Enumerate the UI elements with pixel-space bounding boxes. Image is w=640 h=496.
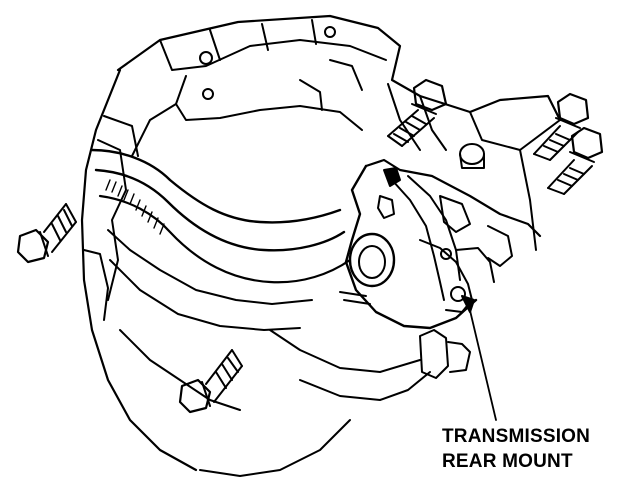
bolt-upper-center <box>387 78 448 147</box>
callout-line-1: TRANSMISSION <box>442 426 591 447</box>
rear-mount-bracket <box>339 143 542 330</box>
bolt-lower <box>178 349 243 414</box>
transmission-housing <box>80 14 562 472</box>
callout-line-2: REAR MOUNT <box>442 451 573 472</box>
bolt-upper-right-b <box>547 126 604 195</box>
bolt-left <box>16 203 77 264</box>
callout-leader <box>461 295 497 421</box>
bolt-upper-right-a <box>533 92 590 161</box>
drive-plate-housing <box>90 148 431 477</box>
ring-gear-teeth <box>105 179 165 235</box>
transmission-rear-mount-label: TRANSMISSION REAR MOUNT <box>442 424 632 474</box>
lower-stud <box>419 329 471 379</box>
